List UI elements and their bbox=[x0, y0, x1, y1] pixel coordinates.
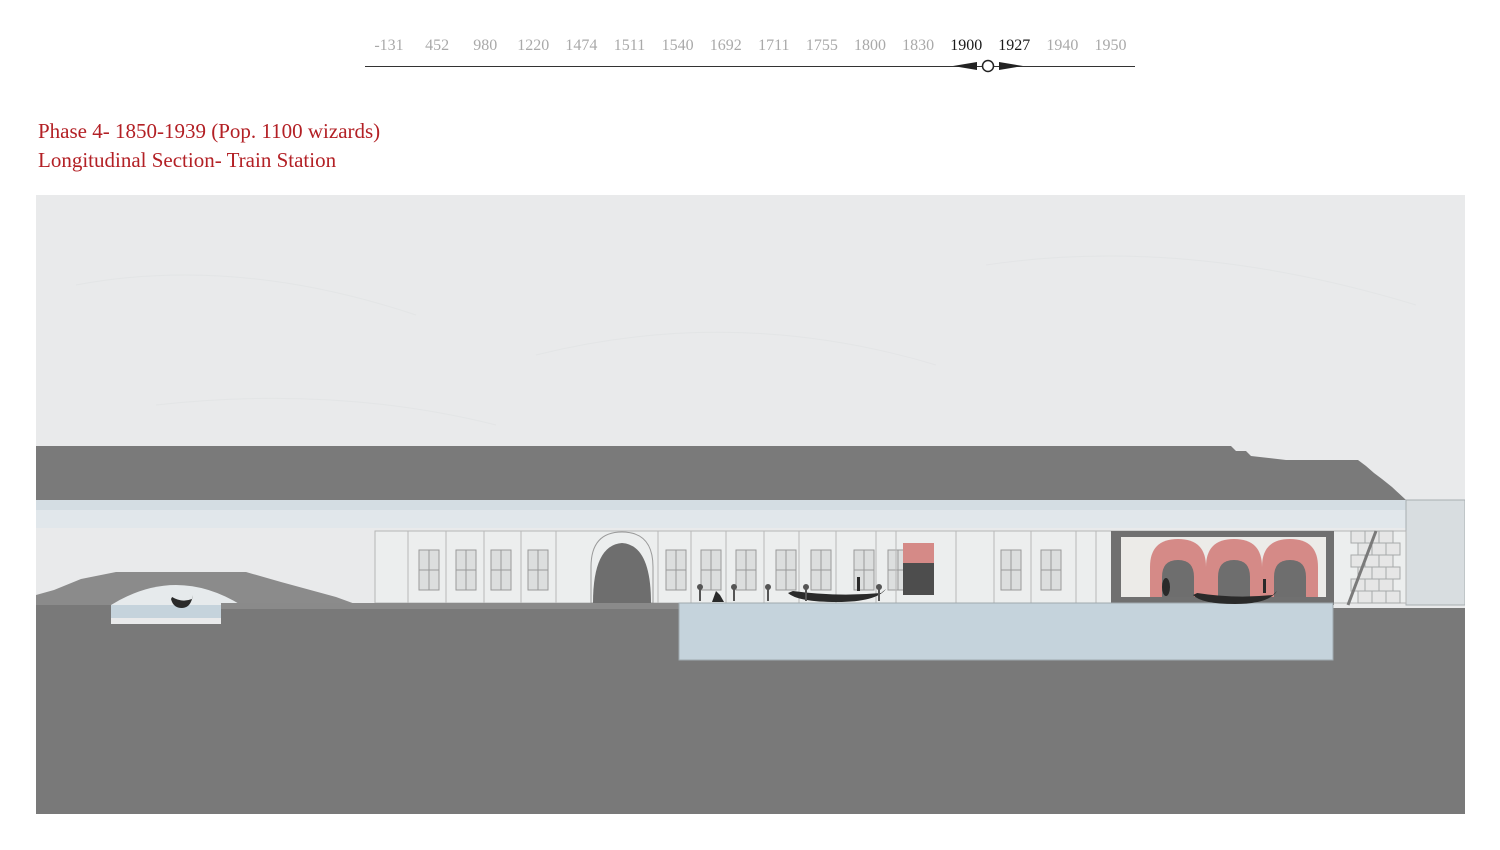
station-roof bbox=[36, 446, 1406, 500]
canal-basin-water bbox=[678, 602, 1334, 661]
dark-panel bbox=[903, 563, 934, 595]
timeline-year[interactable]: 1950 bbox=[1094, 37, 1127, 54]
arch-opening bbox=[593, 543, 651, 603]
gondola bbox=[788, 589, 886, 602]
stone-block bbox=[1385, 590, 1401, 604]
timeline-year[interactable]: 1711 bbox=[758, 37, 790, 54]
timeline-year[interactable]: -131 bbox=[374, 37, 404, 54]
arch-opening bbox=[1162, 560, 1194, 597]
stone-block bbox=[1364, 578, 1380, 592]
stone-wall bbox=[1346, 530, 1401, 606]
stone-block bbox=[1371, 542, 1387, 556]
stone-block bbox=[1378, 554, 1394, 568]
bridge-underside bbox=[111, 585, 241, 605]
timeline-year[interactable]: 1474 bbox=[565, 37, 598, 54]
plant-stem bbox=[767, 588, 769, 601]
stone-block bbox=[1371, 590, 1387, 604]
red-panel bbox=[903, 543, 934, 563]
arch-opening bbox=[1274, 560, 1306, 597]
timeline-year[interactable]: 452 bbox=[425, 37, 450, 54]
potted-plant bbox=[765, 584, 771, 590]
left-canal-water bbox=[111, 605, 221, 618]
timeline-year[interactable]: 1220 bbox=[517, 37, 550, 54]
plant-stem bbox=[805, 588, 807, 601]
timeline-year[interactable]: 980 bbox=[473, 37, 498, 54]
upper-hall-band bbox=[36, 510, 1465, 528]
potted-plant bbox=[803, 584, 809, 590]
stone-block bbox=[1371, 566, 1387, 580]
timeline-year[interactable]: 1511 bbox=[613, 37, 646, 54]
diagonal-brace bbox=[1346, 530, 1378, 606]
longitudinal-section-drawing bbox=[36, 195, 1465, 814]
glazing-band bbox=[36, 500, 1465, 510]
section-heading: Phase 4- 1850-1939 (Pop. 1100 wizards) L… bbox=[38, 117, 380, 175]
arch-opening bbox=[1218, 560, 1250, 597]
timeline-year[interactable]: 1927 bbox=[998, 37, 1031, 54]
ground-mass bbox=[36, 605, 1465, 814]
stone-block bbox=[1378, 578, 1394, 592]
gondola bbox=[1193, 591, 1277, 604]
cloaked-figure bbox=[1162, 578, 1170, 596]
seated-figure bbox=[712, 591, 724, 602]
timeline-year[interactable]: 1692 bbox=[709, 37, 742, 54]
timeline: -131 452 980 1220 1474 1511 1540 1692 1711 1755 18… bbox=[365, 30, 1135, 80]
timeline-year[interactable]: 1755 bbox=[805, 37, 838, 54]
timeline-year[interactable]: 1800 bbox=[854, 37, 886, 54]
timeline-year[interactable]: 1940 bbox=[1046, 37, 1079, 54]
figures-and-boats bbox=[171, 577, 1277, 608]
stone-block bbox=[1385, 566, 1401, 580]
sky-texture bbox=[75, 255, 1417, 426]
potted-plant bbox=[697, 584, 703, 590]
potted-plant bbox=[876, 584, 882, 590]
stone-block bbox=[1378, 530, 1394, 544]
stone-block bbox=[1350, 530, 1366, 544]
section-subtitle: Longitudinal Section- Train Station bbox=[38, 148, 337, 172]
gondola bbox=[171, 595, 193, 608]
timeline-track bbox=[365, 66, 1135, 67]
timeline-slider-handle[interactable] bbox=[953, 59, 1023, 73]
arcade-arches bbox=[1150, 539, 1318, 597]
phase-title: Phase 4- 1850-1939 (Pop. 1100 wizards) bbox=[38, 119, 381, 143]
right-end-wall bbox=[1405, 499, 1465, 606]
stone-block bbox=[1385, 542, 1401, 556]
plant-stem bbox=[878, 588, 880, 601]
stone-block bbox=[1357, 590, 1373, 604]
platform-edge bbox=[221, 603, 679, 609]
timeline-year[interactable]: 1830 bbox=[902, 37, 935, 54]
plant-stem bbox=[733, 588, 735, 601]
facade-window-row bbox=[407, 531, 1097, 603]
plant-stem bbox=[699, 588, 701, 601]
gondolier-figure bbox=[857, 577, 860, 591]
gondolier-figure bbox=[1263, 579, 1266, 593]
timeline-year[interactable]: 1540 bbox=[661, 37, 694, 54]
potted-plant bbox=[731, 584, 737, 590]
timeline-year[interactable]: 1900 bbox=[950, 37, 983, 54]
